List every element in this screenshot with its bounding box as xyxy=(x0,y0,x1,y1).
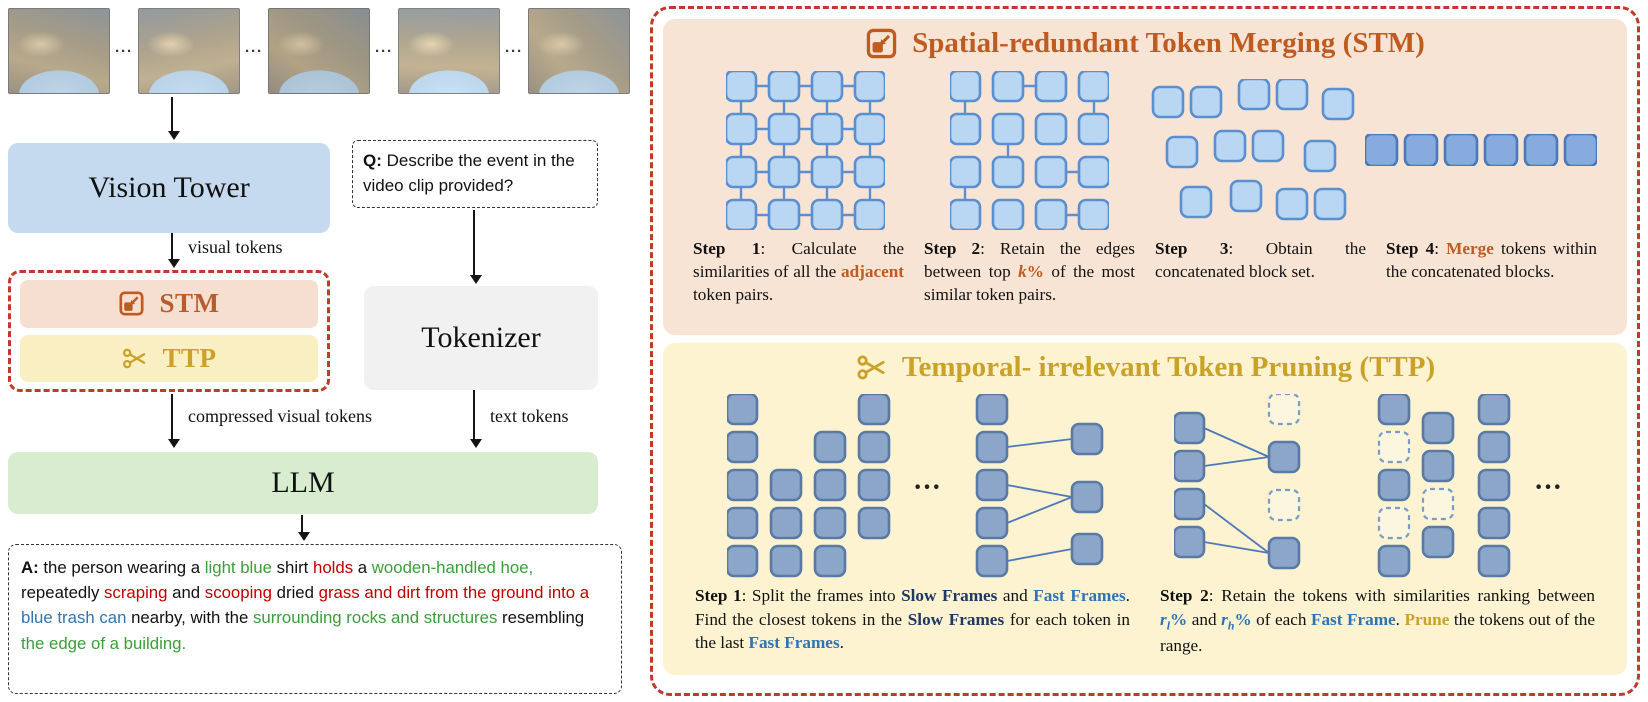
ttp-step2-diagram: ··· xyxy=(1145,390,1605,582)
compressed-visual-tokens-label: compressed visual tokens xyxy=(188,406,372,426)
tokenizer-label: Tokenizer xyxy=(421,321,541,354)
arrow-compressor-to-llm xyxy=(168,394,181,448)
ttp-panel-header: Temporal- irrelevant Token Pruning (TTP) xyxy=(677,351,1613,384)
question-box: Q: Describe the event in the video clip … xyxy=(352,140,598,208)
frames-ellipsis: ··· xyxy=(245,42,263,60)
answer-text: A: the person wearing a light blue shirt… xyxy=(21,558,590,653)
merge-icon xyxy=(119,291,145,316)
text-tokens-label: text tokens xyxy=(490,406,569,426)
stm-captions-row: Step 1: Calculate the similarities of al… xyxy=(677,236,1613,315)
ttp-captions-row: Step 1: Split the frames into Slow Frame… xyxy=(677,584,1613,666)
merge-icon xyxy=(866,28,897,59)
visual-tokens-label: visual tokens xyxy=(188,237,283,257)
video-frame-4 xyxy=(398,8,500,94)
stm-panel-header: Spatial-redundant Token Merging (STM) xyxy=(677,27,1613,60)
question-text: Q: Describe the event in the video clip … xyxy=(363,151,575,195)
arrow-tokenizer-to-llm xyxy=(470,390,483,448)
llm-box: LLM xyxy=(8,452,598,514)
frames-ellipsis: ··· xyxy=(505,42,523,60)
svg-text:···: ··· xyxy=(913,472,941,503)
stm-panel-title: Spatial-redundant Token Merging (STM) xyxy=(912,27,1425,59)
stm-label: STM xyxy=(159,288,220,319)
answer-box: A: the person wearing a light blue shirt… xyxy=(8,544,622,694)
arrow-llm-to-answer xyxy=(298,515,311,541)
tokenizer-box: Tokenizer xyxy=(364,286,598,390)
stm-step1-diagram xyxy=(693,68,917,232)
arrow-question-to-tokenizer xyxy=(470,210,483,284)
ttp-panel-title: Temporal- irrelevant Token Pruning (TTP) xyxy=(901,351,1436,383)
ttp-step1-caption: Step 1: Split the frames into Slow Frame… xyxy=(695,586,1131,653)
video-frame-5 xyxy=(528,8,630,94)
stm-panel: Spatial-redundant Token Merging (STM) St… xyxy=(663,19,1627,335)
ttp-diagrams-row: ··· ··· xyxy=(677,384,1613,584)
vision-tower-label: Vision Tower xyxy=(88,171,250,204)
stm-step1-caption: Step 1: Calculate the similarities of al… xyxy=(693,239,904,304)
stm-diagrams-row xyxy=(677,60,1613,236)
stm-step3-diagram xyxy=(1141,68,1365,232)
compression-module-box: STM TTP xyxy=(8,270,330,392)
stm-step4-caption: Step 4: Merge tokens within the concaten… xyxy=(1386,239,1597,281)
stm-box: STM xyxy=(20,280,318,328)
stm-step2-caption: Step 2: Retain the edges between top k% … xyxy=(924,239,1135,304)
llm-label: LLM xyxy=(271,466,335,499)
video-frames-row: ··· ··· ··· ··· xyxy=(8,8,630,94)
stm-step3-caption: Step 3: Obtain the concatenated block se… xyxy=(1155,239,1366,281)
ttp-label: TTP xyxy=(162,342,217,373)
ttp-step1-diagram: ··· xyxy=(685,390,1145,582)
ttp-step2-caption: Step 2: Retain the tokens with similarit… xyxy=(1160,586,1595,655)
video-frame-3 xyxy=(268,8,370,94)
arrow-vision-tower-to-compressor xyxy=(168,233,181,268)
scissors-icon xyxy=(857,355,885,380)
frames-ellipsis: ··· xyxy=(375,42,393,60)
video-frame-2 xyxy=(138,8,240,94)
method-panel: Spatial-redundant Token Merging (STM) St… xyxy=(650,6,1640,696)
arrow-frames-to-vision-tower xyxy=(168,97,181,140)
stm-step2-diagram xyxy=(917,68,1141,232)
stm-step4-diagram xyxy=(1365,68,1597,232)
ttp-box: TTP xyxy=(20,334,318,382)
svg-text:···: ··· xyxy=(1534,472,1562,503)
frames-ellipsis: ··· xyxy=(115,42,133,60)
video-frame-1 xyxy=(8,8,110,94)
scissors-icon xyxy=(123,348,146,369)
vision-tower-box: Vision Tower xyxy=(8,143,330,233)
ttp-panel: Temporal- irrelevant Token Pruning (TTP)… xyxy=(663,343,1627,675)
